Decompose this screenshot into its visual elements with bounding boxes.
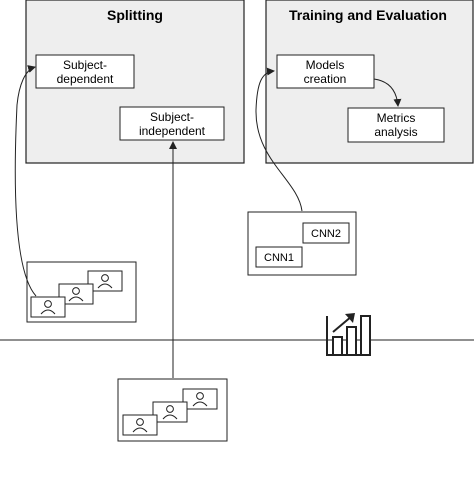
metrics-analysis-box: Metrics analysis — [347, 107, 445, 143]
cnn2-label: CNN2 — [311, 228, 341, 240]
training-evaluation-title: Training and Evaluation — [289, 7, 447, 23]
cnn2-box: CNN2 — [302, 222, 350, 244]
metrics-analysis-label-line1: Metrics — [377, 111, 416, 125]
cnn-group: CNN2 CNN1 — [247, 211, 357, 276]
splitting-panel: Splitting Subject- dependent Subject- in… — [25, 0, 245, 164]
frames-to-subject-dependent-arrow — [14, 65, 37, 297]
metrics-analysis-label-line2: analysis — [374, 125, 417, 139]
frames-group-upper — [26, 261, 137, 323]
models-creation-label-line1: Models — [306, 58, 345, 72]
subject-dependent-label-line1: Subject- — [63, 58, 107, 72]
splitting-title: Splitting — [107, 7, 163, 23]
subject-dependent-label-line2: dependent — [57, 72, 114, 86]
models-creation-label-line2: creation — [304, 72, 347, 86]
subject-independent-label-line2: independent — [139, 124, 206, 138]
models-creation-box: Models creation — [276, 54, 375, 89]
frames-group-lower — [117, 378, 228, 442]
training-evaluation-panel: Training and Evaluation Models creation … — [265, 0, 474, 164]
cnn1-label: CNN1 — [264, 252, 294, 264]
bar-chart-growth-icon — [326, 313, 371, 356]
cnn-to-models-arrow — [255, 67, 303, 212]
subject-independent-label-line1: Subject- — [150, 110, 194, 124]
subject-independent-box: Subject- independent — [119, 106, 225, 141]
subject-dependent-box: Subject- dependent — [35, 54, 135, 89]
models-to-metrics-arrow — [373, 78, 402, 107]
cnn1-box: CNN1 — [255, 246, 303, 268]
